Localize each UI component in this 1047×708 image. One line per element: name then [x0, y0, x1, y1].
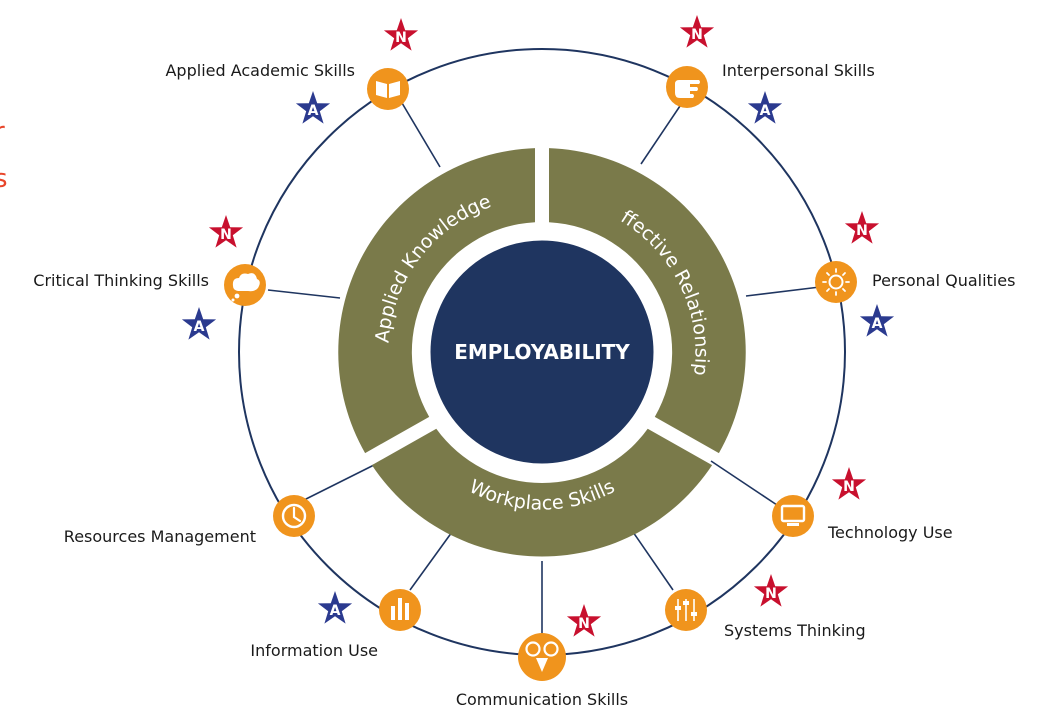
svg-text:N: N [578, 616, 590, 632]
skill-applied-academic: Applied Academic Skills [165, 61, 409, 110]
center-circle [427, 237, 657, 467]
badge-a-critical-thinking: A [181, 307, 217, 340]
skill-label: Applied Academic Skills [165, 61, 355, 80]
skill-label: Resources Management [64, 527, 256, 546]
segment-ring [338, 148, 746, 557]
badge-n-communication: N [566, 604, 602, 637]
badge-a-interpersonal: A [747, 91, 783, 124]
badge-n-critical-thinking: N [208, 215, 244, 248]
skill-technology-use: Technology Use [772, 495, 953, 542]
segment-workplace-skills [371, 428, 713, 557]
svg-text:A: A [760, 103, 771, 119]
badge-a-information-use: A [317, 591, 353, 624]
skill-label: Information Use [250, 641, 378, 660]
skill-label: Technology Use [827, 523, 953, 542]
skill-label: Systems Thinking [724, 621, 866, 640]
skill-label: Personal Qualities [872, 271, 1015, 290]
center-label: EMPLOYABILITY [454, 340, 630, 364]
skill-label: Communication Skills [456, 690, 628, 708]
monitor-icon [772, 495, 814, 537]
svg-text:A: A [308, 103, 319, 119]
svg-text:N: N [691, 27, 703, 43]
badge-a-applied-academic: A [295, 91, 331, 124]
sun-icon [815, 261, 857, 303]
svg-text:N: N [856, 223, 868, 239]
skill-resources-management: Resources Management [64, 495, 315, 546]
svg-text:A: A [872, 316, 883, 332]
badge-n-personal-qualities: N [844, 211, 880, 244]
svg-text:A: A [330, 603, 341, 619]
svg-text:A: A [194, 319, 205, 335]
book-icon [367, 68, 409, 110]
svg-text:N: N [395, 30, 407, 46]
badge-n-systems-thinking: N [753, 574, 789, 607]
edge-text-2: s [0, 164, 8, 194]
skill-critical-thinking: Critical Thinking Skills [33, 264, 266, 306]
skill-label: Critical Thinking Skills [33, 271, 209, 290]
connector-lines [267, 102, 821, 641]
svg-text:N: N [220, 227, 232, 243]
skill-label: Interpersonal Skills [722, 61, 875, 80]
badge-n-interpersonal: N [679, 15, 715, 48]
svg-text:N: N [843, 479, 855, 495]
edge-text-1: r [0, 117, 5, 147]
people-icon [518, 633, 566, 681]
badges: N A N A N A N A [181, 15, 895, 637]
svg-text:N: N [765, 586, 777, 602]
badge-n-technology-use: N [831, 467, 867, 500]
skill-communication: Communication Skills [456, 633, 628, 708]
badge-n-applied-academic: N [383, 18, 419, 51]
skill-interpersonal: Interpersonal Skills [666, 61, 875, 108]
skill-systems-thinking: Systems Thinking [665, 589, 866, 640]
skill-information-use: Information Use [250, 589, 421, 660]
segment-applied-knowledge [338, 148, 535, 454]
segment-effective-relationships [549, 148, 746, 454]
skill-personal-qualities: Personal Qualities [815, 261, 1015, 303]
badge-a-personal-qualities: A [859, 304, 895, 337]
